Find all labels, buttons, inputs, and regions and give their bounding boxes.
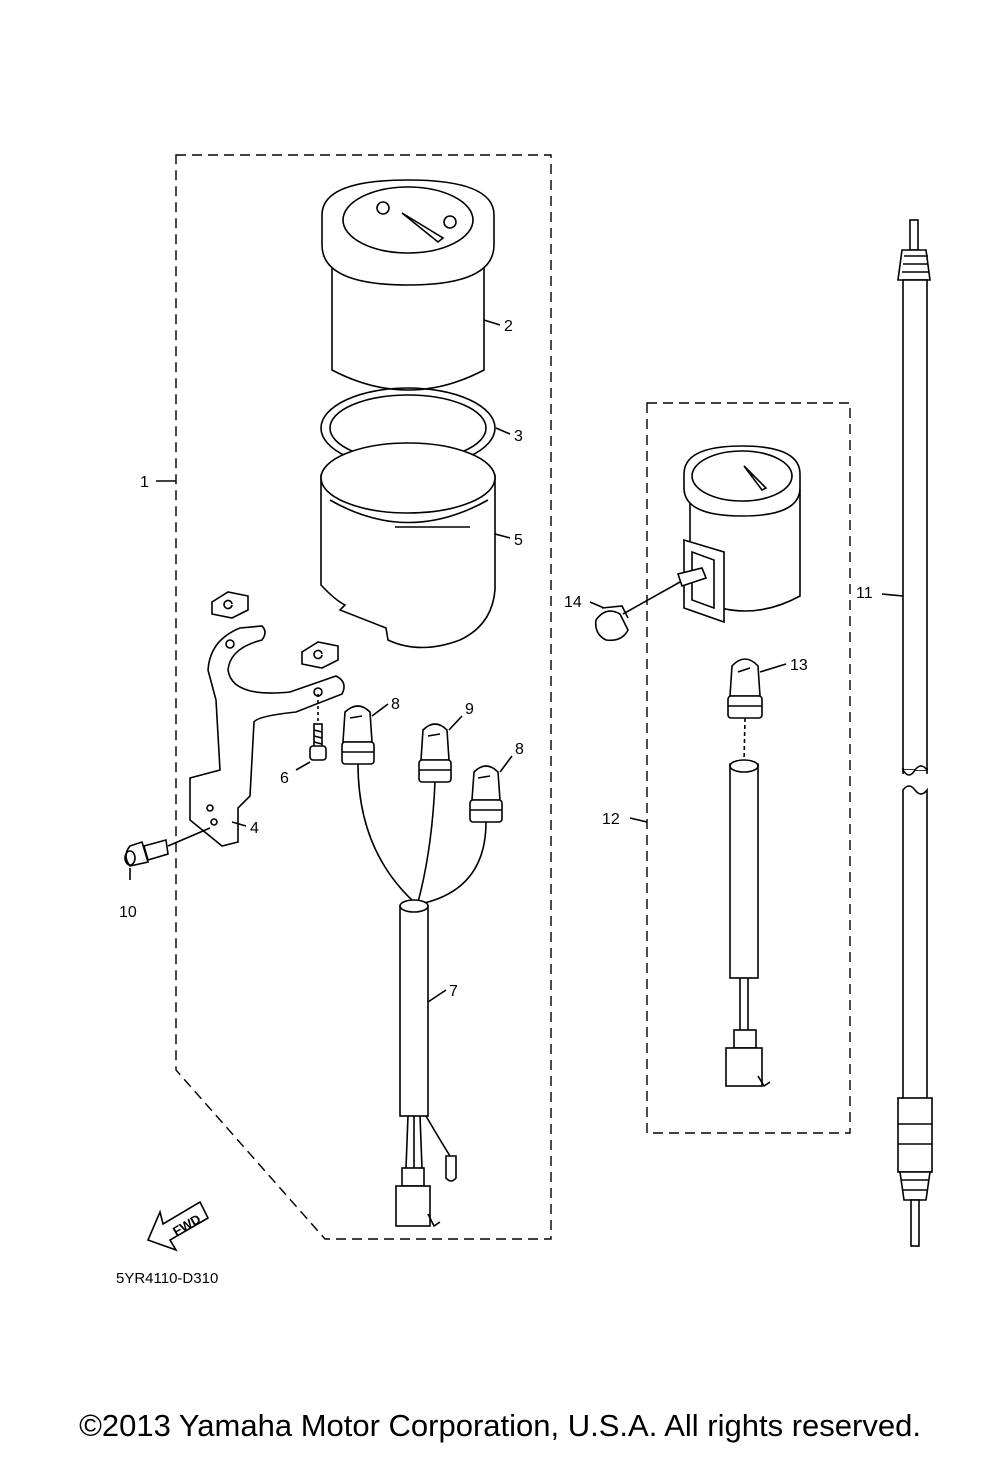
assembly-12-boundary	[646, 402, 851, 1134]
bulb-part-8-left	[341, 705, 375, 765]
callout-14: 14	[564, 594, 582, 611]
bolt-part-10	[124, 827, 211, 867]
callout-1: 1	[140, 474, 149, 491]
clip-upper	[211, 591, 249, 619]
nut-part-14	[594, 581, 681, 642]
callout-8-right: 8	[515, 741, 524, 758]
assembly-1-boundary	[175, 154, 552, 1240]
cable-part-11	[897, 219, 933, 1247]
callout-3: 3	[514, 428, 523, 445]
callout-9: 9	[465, 701, 474, 718]
fwd-arrow-icon: FWD	[146, 1200, 210, 1252]
harness-part-12	[725, 759, 771, 1088]
callout-7: 7	[449, 983, 458, 1000]
screw-part-6	[309, 694, 327, 761]
diagram-code: 5YR4110-D310	[116, 1270, 218, 1287]
leader-lines	[129, 319, 904, 1003]
callout-12: 12	[602, 811, 620, 828]
clip-lower	[301, 641, 339, 669]
copyright-notice: ©2013 Yamaha Motor Corporation, U.S.A. A…	[79, 1408, 921, 1443]
meter-part-2	[321, 179, 495, 391]
callout-2: 2	[504, 318, 513, 335]
gauge-part-12	[676, 445, 801, 624]
callout-6: 6	[280, 770, 289, 787]
callout-10: 10	[119, 904, 137, 921]
cover-part-5	[320, 442, 496, 649]
callout-13: 13	[790, 657, 808, 674]
bulb-part-8-right	[469, 765, 503, 823]
harness-part-7	[357, 763, 487, 1228]
callout-4: 4	[250, 820, 259, 837]
callout-5: 5	[514, 532, 523, 549]
callout-8-left: 8	[391, 696, 400, 713]
callout-11: 11	[856, 585, 873, 602]
bulb-part-13	[727, 658, 763, 763]
bulb-part-9	[418, 723, 452, 783]
